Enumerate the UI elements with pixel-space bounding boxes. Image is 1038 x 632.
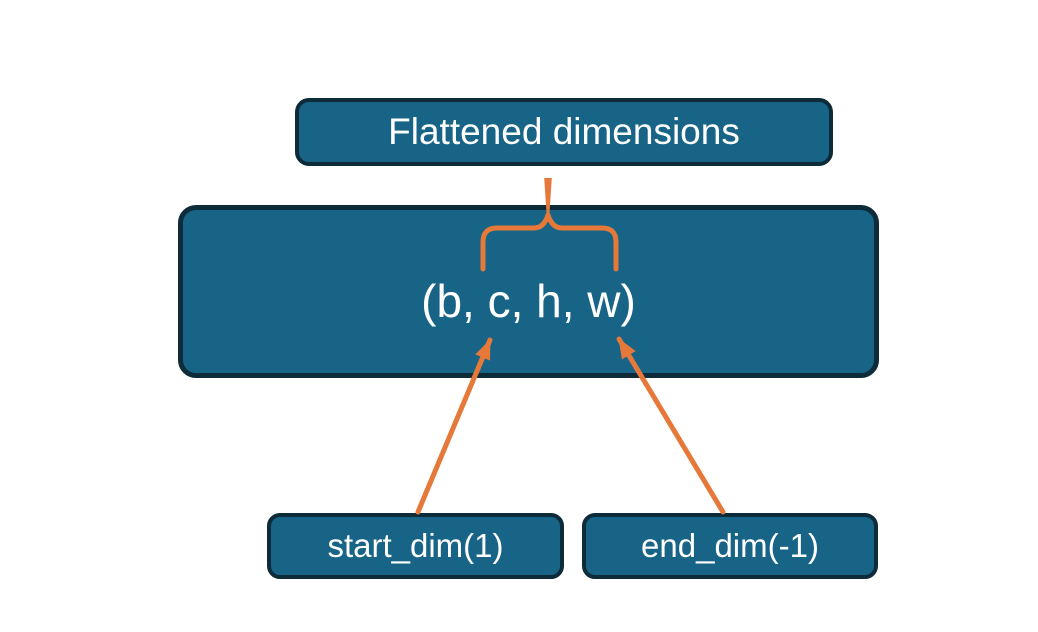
node-flattened-dimensions: Flattened dimensions [295, 98, 833, 166]
node-end-dim-label: end_dim(-1) [641, 527, 819, 564]
node-flattened-dimensions-label: Flattened dimensions [388, 111, 740, 152]
node-tensor-shape: (b, c, h, w) [178, 205, 879, 378]
node-end-dim: end_dim(-1) [582, 513, 878, 579]
node-tensor-shape-label: (b, c, h, w) [421, 275, 636, 327]
node-start-dim: start_dim(1) [267, 513, 564, 579]
node-start-dim-label: start_dim(1) [327, 527, 504, 564]
